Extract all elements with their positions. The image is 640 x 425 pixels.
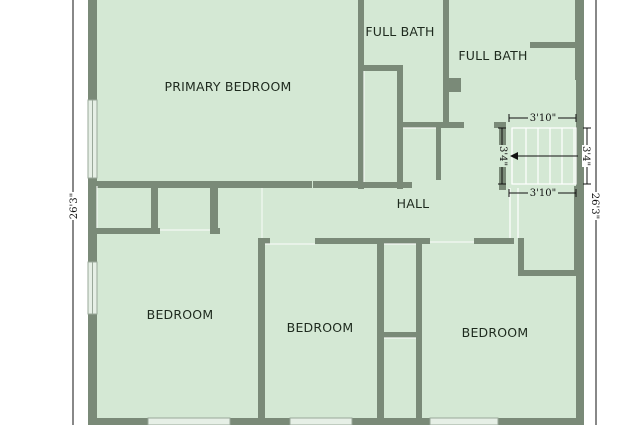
room-label-full-bath-2: FULL BATH (458, 48, 527, 63)
dimension-stair-bottom: 3'10" (530, 188, 556, 199)
dimension-right: 26'3" (589, 193, 600, 219)
wall-closet2-mid (377, 332, 422, 338)
wall-closet-left (358, 65, 364, 189)
stair-direction-arrow (510, 152, 578, 160)
dimension-stair-right: 3'4" (580, 146, 591, 166)
exterior-wall-right (576, 0, 584, 425)
wall-bed3-closet-left (518, 238, 524, 276)
wall-closet-top (358, 65, 402, 71)
dimension-left: 26'3" (69, 193, 80, 219)
wall-bath-block (449, 78, 461, 92)
wall-bath-divider (443, 0, 449, 127)
wall-hallcloset-right (210, 183, 218, 233)
wall-bed3-top (474, 238, 514, 244)
wall-hall-closet-top (356, 182, 412, 188)
room-label-bedroom-1: BEDROOM (147, 307, 214, 322)
room-label-primary-bedroom: PRIMARY BEDROOM (165, 79, 292, 94)
wall-bath2-stub (530, 42, 578, 48)
room-label-full-bath-1: FULL BATH (365, 24, 434, 39)
wall-bedroom1-top-b (210, 228, 220, 234)
hall-right-wall (514, 186, 518, 240)
room-label-bedroom-2: BEDROOM (287, 320, 354, 335)
exterior-wall-left (88, 0, 97, 425)
wall-primary-bottom (97, 181, 312, 188)
room-label-hall: HALL (397, 196, 430, 211)
wall-primary-bath (358, 0, 364, 67)
wall-bed3-closet-right (574, 186, 578, 276)
wall-bed2-top-a (258, 238, 270, 244)
wall-bed2-top-b (315, 238, 430, 244)
wall-bed1-bed2 (258, 238, 265, 425)
opening-lines (96, 71, 474, 339)
dimension-stair-left: 3'4" (497, 146, 508, 166)
windows (87, 99, 499, 425)
window-bottom-1 (147, 417, 231, 425)
wall-bath-bottom (436, 122, 464, 128)
window-bottom-2 (289, 417, 353, 425)
wall-bath-lower (436, 128, 441, 180)
wall-bath2-right (575, 0, 578, 80)
wall-closet-mid (400, 122, 444, 128)
wall-bed3-closet-bottom (518, 270, 578, 276)
floor-area (91, 0, 583, 425)
window-bottom-3 (429, 417, 499, 425)
room-label-bedroom-3: BEDROOM (462, 325, 529, 340)
wall-bedroom1-top (97, 228, 160, 234)
wall-primary-bottom-b (313, 181, 363, 188)
dimension-stair-top: 3'10" (530, 113, 556, 124)
wall-hallcloset-left (151, 183, 158, 230)
